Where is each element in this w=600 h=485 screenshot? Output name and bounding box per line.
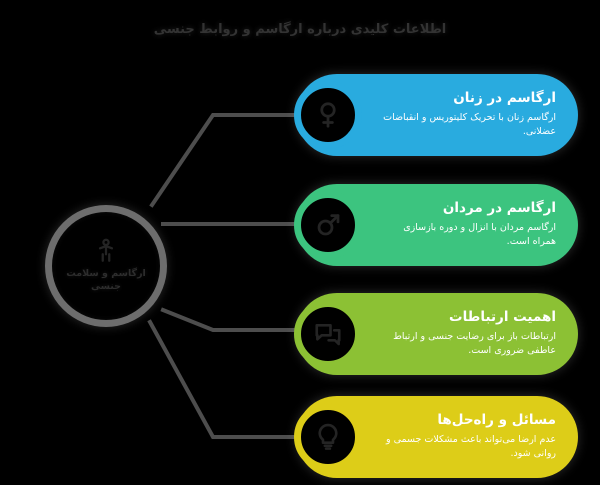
central-hub: ارگاسم و سلامت جنسی — [45, 205, 167, 327]
card-1-body: ارگاسم زنان با تحریک کلیتوریس و انقباضات… — [383, 111, 556, 138]
info-card-orgasm-men[interactable]: ارگاسم در مردان ارگاسم مردان با انزال و … — [294, 184, 578, 266]
info-card-issues-solutions[interactable]: مسائل و راه‌حل‌ها عدم ارضا می‌تواند باعث… — [294, 396, 578, 478]
card-3-icon-badge — [294, 300, 362, 368]
connector-to-card-4 — [147, 319, 304, 439]
card-3-body: ارتباطات باز برای رضایت جنسی و ارتباط عا… — [393, 330, 556, 357]
card-3-title: اهمیت ارتباطات — [449, 308, 556, 325]
card-1-title: ارگاسم در زنان — [453, 89, 556, 106]
info-card-orgasm-women[interactable]: ارگاسم در زنان ارگاسم زنان با تحریک کلیت… — [294, 74, 578, 156]
card-4-title: مسائل و راه‌حل‌ها — [437, 411, 556, 428]
card-4-body: عدم ارضا می‌تواند باعث مشکلات جسمی و روا… — [386, 433, 556, 460]
central-hub-content: ارگاسم و سلامت جنسی — [52, 212, 160, 320]
central-hub-label: ارگاسم و سلامت جنسی — [66, 268, 146, 292]
card-2-icon-badge — [294, 191, 362, 259]
male-symbol-icon — [317, 214, 340, 236]
page-title: اطلاعات کلیدی درباره ارگاسم و روابط جنسی — [153, 22, 447, 37]
conversation-icon — [315, 323, 341, 346]
card-2-title: ارگاسم در مردان — [442, 199, 556, 216]
body-anatomy-icon — [98, 238, 114, 263]
connector-to-card-1 — [149, 113, 304, 208]
card-4-icon-badge — [294, 403, 362, 471]
card-2-body: ارگاسم مردان با انزال و دوره بازسازی همر… — [403, 221, 556, 248]
card-1-icon-badge — [294, 81, 362, 149]
info-card-communication[interactable]: اهمیت ارتباطات ارتباطات باز برای رضایت ج… — [294, 293, 578, 375]
female-symbol-icon — [320, 102, 336, 128]
lightbulb-idea-icon — [318, 423, 338, 450]
connector-to-card-3 — [160, 307, 304, 332]
